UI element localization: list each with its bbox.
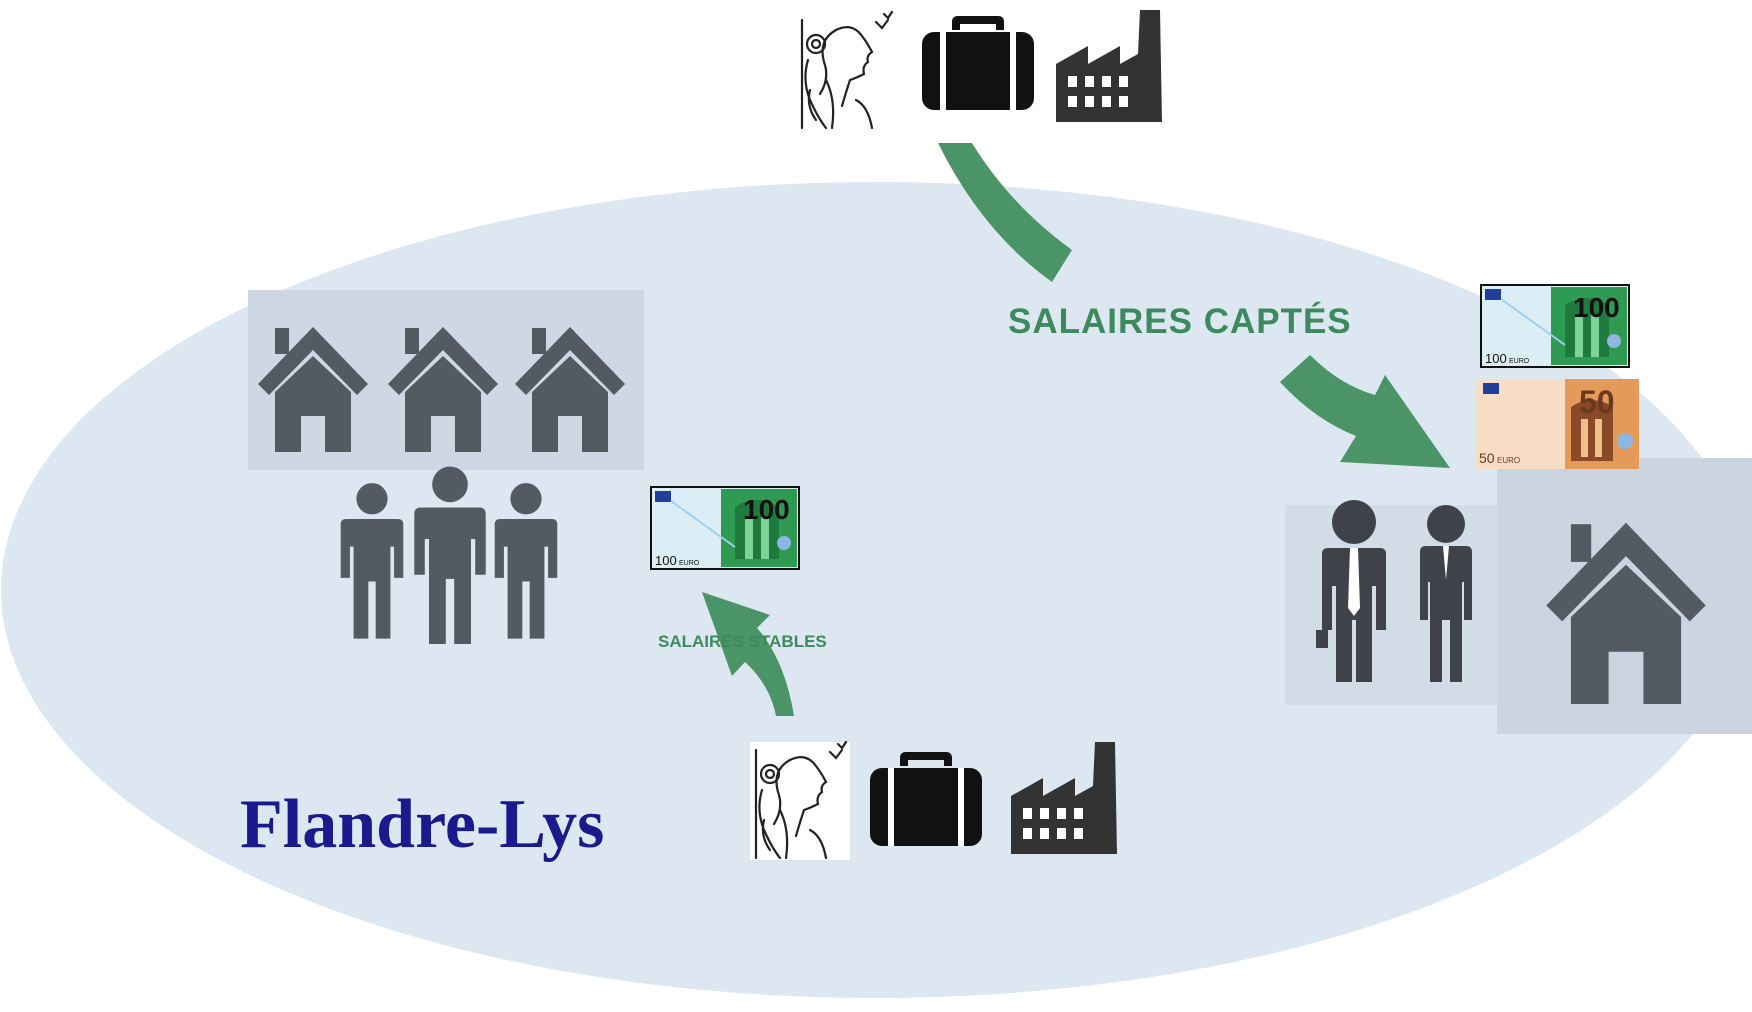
stable-wages-label: SALAIRES STABLES — [658, 632, 827, 651]
banknote-100-value: 100 — [743, 494, 790, 525]
top-employers — [794, 10, 1162, 132]
briefcase-icon — [922, 16, 1034, 110]
businessman-icon — [1316, 500, 1386, 682]
region-name: Flandre-Lys — [240, 786, 605, 863]
businesswoman-icon — [1420, 505, 1472, 682]
marianne-icon — [794, 10, 898, 132]
banknote-50-unit: EURO — [1497, 456, 1520, 465]
stable-arrow — [702, 592, 794, 716]
banknote-50-unit-value: 50 — [1479, 450, 1495, 466]
captured-wages-label: SALAIRES CAPTÉS — [1008, 302, 1352, 341]
banknote-100-unit-value: 100 — [1485, 351, 1507, 366]
banknote-50-value: 50 — [1579, 384, 1615, 420]
captured-arrow-upper — [938, 143, 1072, 282]
banknote-50-icon: 50 50 EURO — [1475, 379, 1639, 469]
banknote-100-icon: 100 100 EURO — [1480, 284, 1630, 368]
banknote-100-value: 100 — [1573, 292, 1620, 323]
factory-icon — [1056, 10, 1162, 122]
banknote-100-unit-value: 100 — [655, 553, 677, 568]
marianne-icon — [748, 740, 852, 862]
banknote-100-unit: EURO — [1509, 358, 1530, 365]
captured-arrow-lower — [1280, 355, 1450, 468]
banknote-100-unit: EURO — [679, 560, 700, 567]
banknote-100-icon: 100 100 EURO — [650, 486, 800, 570]
